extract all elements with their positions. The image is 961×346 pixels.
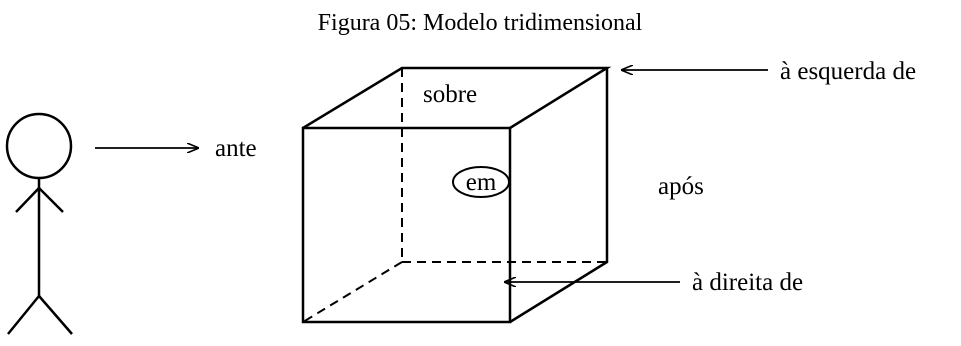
cube-right-face bbox=[509, 68, 609, 324]
figure-title: Figura 05: Modelo tridimensional bbox=[318, 10, 643, 36]
em-ellipse bbox=[452, 166, 510, 198]
cube-top-face bbox=[302, 66, 612, 130]
label-ante: ante bbox=[215, 135, 257, 162]
label-apos: após bbox=[658, 173, 704, 200]
cube-hidden-edge-diagonal bbox=[302, 261, 403, 323]
stick-figure-left-leg bbox=[7, 295, 40, 335]
label-sobre: sobre bbox=[423, 81, 477, 108]
cube bbox=[301, 66, 612, 324]
label-esquerda: à esquerda de bbox=[780, 58, 916, 85]
label-direita: à direita de bbox=[692, 269, 803, 296]
stick-figure-right-leg bbox=[38, 295, 73, 335]
stick-figure-right-arm bbox=[38, 187, 64, 213]
stick-figure-head bbox=[5, 112, 73, 180]
stick-figure bbox=[5, 112, 73, 335]
cube-front-face bbox=[301, 126, 512, 324]
stick-figure-left-arm bbox=[15, 187, 40, 213]
label-em: em bbox=[466, 169, 497, 196]
